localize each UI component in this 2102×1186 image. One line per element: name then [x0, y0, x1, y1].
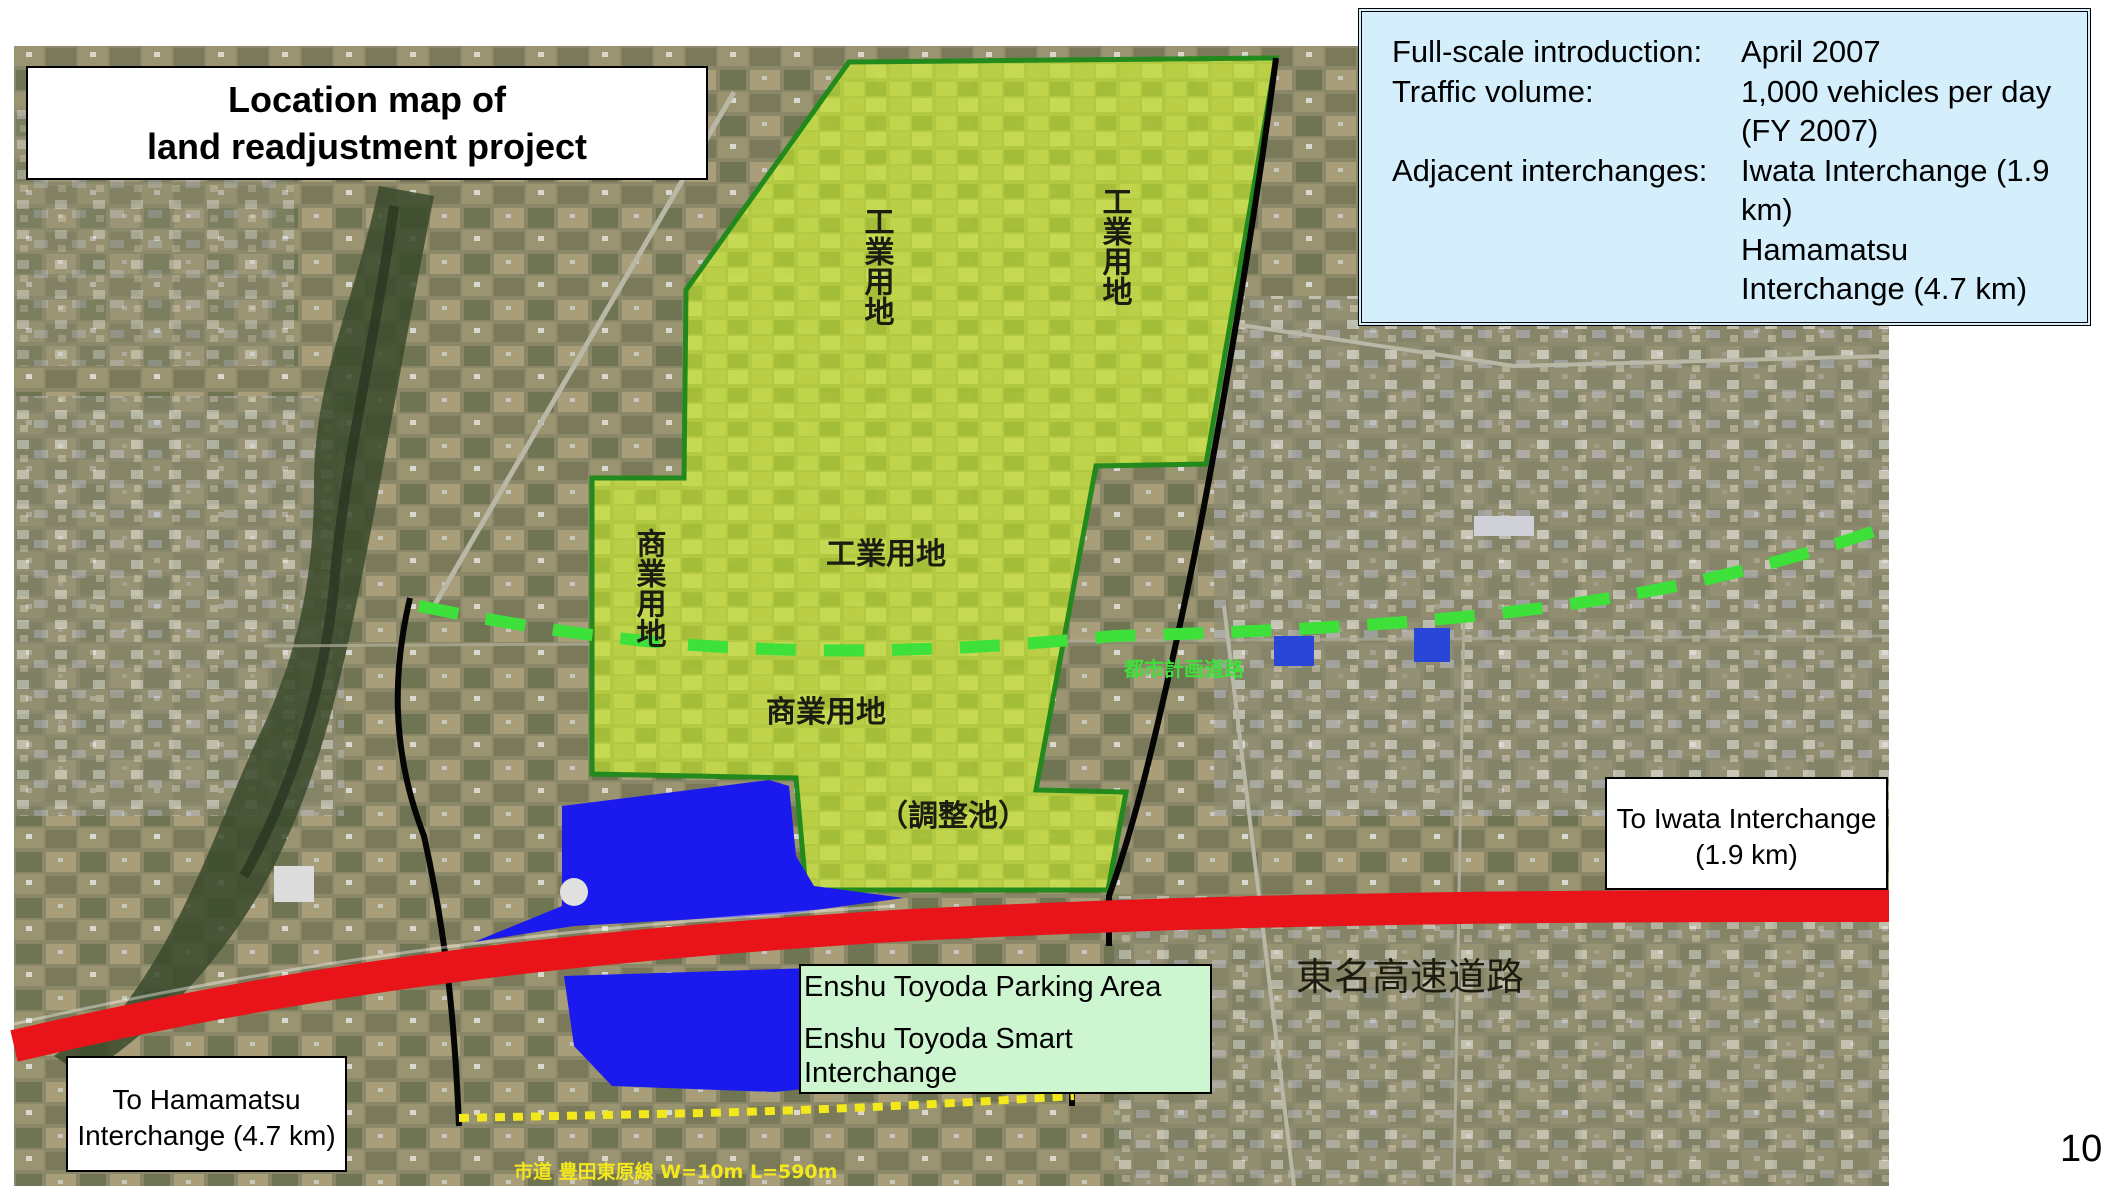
river-forest: [54, 186, 434, 1076]
municipal-road-label: 市道 豊田東原線 W=10m L=590m: [514, 1160, 837, 1183]
planned-road-label: 都市計画道路: [1123, 657, 1245, 681]
planned-city-road: [417, 520, 1892, 657]
industrial-label: 工業用地: [826, 537, 946, 572]
expressway-line: [10, 890, 1890, 1062]
to-hamamatsu-label: To Hamamatsu Interchange (4.7 km): [77, 1084, 336, 1151]
info-value: Hamamatsu Interchange (4.7 km): [1741, 231, 2028, 307]
info-key: Traffic volume:: [1392, 73, 1594, 109]
commercial-label: 商業用地: [766, 695, 886, 730]
industrial-label-vertical-right: 工業用地: [1097, 186, 1133, 306]
info-row: Traffic volume: 1,000 vehicles per day (…: [1392, 72, 2087, 151]
to-hamamatsu-callout: To Hamamatsu Interchange (4.7 km): [66, 1056, 347, 1172]
map-title-line-2: land readjustment project: [146, 126, 588, 167]
info-row: Hamamatsu Interchange (4.7 km): [1392, 230, 2087, 309]
project-area: [589, 55, 1279, 893]
to-iwata-label: To Iwata Interchange (1.9 km): [1616, 803, 1877, 870]
info-value: April 2007: [1741, 34, 1881, 69]
commercial-label-vertical: 商業用地: [631, 528, 667, 648]
parking-area-label: Enshu Toyoda Parking Area: [804, 971, 1162, 1003]
info-value: 1,000 vehicles per day (FY 2007): [1741, 73, 2052, 149]
page-number: 10: [2060, 1128, 2102, 1170]
smart-interchange-label: Enshu Toyoda Smart Interchange: [804, 1023, 1073, 1089]
map-title-line-1: Location map of: [228, 79, 506, 120]
info-key: Full-scale introduction:: [1392, 34, 1703, 69]
info-box: Full-scale introduction: April 2007 Traf…: [1358, 8, 2091, 326]
expressway-label: 東名高速道路: [1296, 955, 1524, 999]
info-row: Adjacent interchanges: Iwata Interchange…: [1392, 151, 2087, 230]
municipal-road: [458, 1092, 1075, 1122]
map-title-box: Location map of land readjustment projec…: [26, 66, 708, 180]
to-iwata-callout: To Iwata Interchange (1.9 km): [1605, 777, 1888, 890]
info-key: [1392, 230, 1741, 309]
pond-label: （調整池）: [878, 799, 1028, 834]
info-row: Full-scale introduction: April 2007: [1392, 32, 2087, 72]
industrial-label-vertical-left: 工業用地: [859, 206, 895, 326]
parking-area-callout: Enshu Toyoda Parking Area Enshu Toyoda S…: [799, 964, 1212, 1094]
info-key: Adjacent interchanges:: [1392, 152, 1708, 188]
info-value: Iwata Interchange (1.9 km): [1741, 152, 2050, 228]
